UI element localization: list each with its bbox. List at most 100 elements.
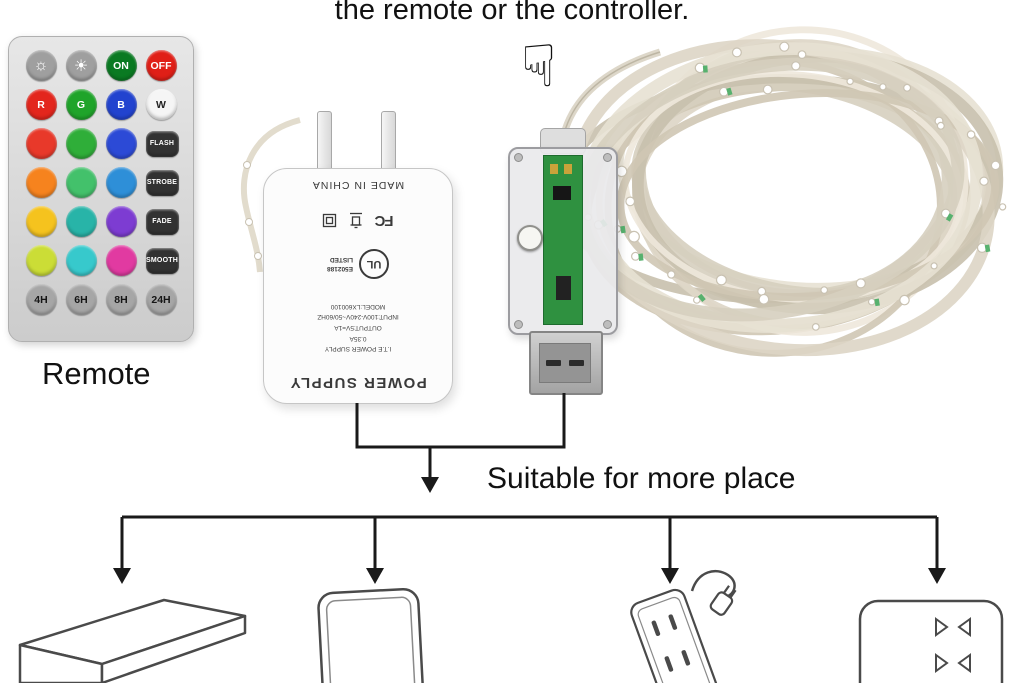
adapter-smallprint-line: MODEL:LX600100	[330, 302, 386, 310]
middle-caption: Suitable for more place	[487, 462, 796, 495]
led-dot	[254, 252, 262, 260]
fcc-mark-icon: FC	[375, 211, 394, 229]
led-green-mark	[984, 244, 991, 253]
led-bead	[979, 176, 989, 186]
led-bead	[797, 50, 807, 59]
red-button: R	[25, 89, 57, 120]
led-green-mark	[620, 225, 626, 234]
plug-prong-left	[317, 111, 332, 173]
led-bead	[630, 251, 640, 261]
color-button	[105, 128, 137, 159]
usb-controller	[508, 147, 618, 335]
color-button	[65, 245, 97, 276]
screw	[514, 153, 523, 162]
top-caption: the remote or the controller.	[334, 0, 690, 26]
smooth-button: SMOOTH	[145, 247, 179, 274]
usb-plug-face	[539, 343, 591, 383]
led-bead	[930, 262, 938, 270]
power-bank-icon	[12, 593, 252, 683]
color-button	[105, 206, 137, 237]
led-bead	[811, 323, 820, 331]
adapter-printing: POWER SUPPLY I.T.E POWER SUPPLY 0.35A OUTP…	[274, 177, 442, 395]
coil-wire-loop	[616, 89, 1000, 301]
led-bead	[762, 84, 773, 95]
led-bead	[879, 83, 887, 91]
flash-button: FLASH	[145, 130, 179, 157]
plug-prong-right	[381, 111, 396, 173]
usb-contact-slot	[569, 360, 584, 366]
remote-label: Remote	[42, 356, 151, 391]
hanging-wire	[240, 117, 301, 273]
green-button: G	[65, 89, 97, 120]
led-green-mark	[726, 87, 733, 96]
led-green-mark	[638, 253, 644, 261]
screw	[603, 320, 612, 329]
color-button	[65, 128, 97, 159]
ul-listed-text: LISTED	[329, 256, 354, 264]
led-bead	[936, 121, 945, 130]
led-bead	[867, 297, 876, 306]
led-dot	[243, 161, 251, 169]
led-bead	[855, 278, 866, 289]
led-bead	[628, 230, 640, 243]
led-green-mark	[874, 298, 880, 307]
adapter-smallprint-line: OUTPUT:5V=1A	[334, 323, 382, 331]
led-bead	[667, 270, 676, 279]
usb-plug	[529, 331, 603, 395]
adapter-smallprint-line: 0.35A	[349, 334, 367, 342]
pcb-pad	[550, 164, 558, 174]
led-bead	[899, 294, 910, 306]
strobe-button: STROBE	[145, 169, 179, 196]
white-button: W	[145, 89, 177, 120]
color-button	[25, 167, 57, 198]
made-in-text: MADE IN CHINA	[311, 179, 405, 192]
led-bead	[779, 41, 790, 52]
wall-socket-icon	[848, 595, 1013, 683]
brightness-up-button: ☀	[65, 50, 97, 81]
ul-code: E502188 LISTED	[327, 255, 353, 273]
led-green-mark	[702, 65, 708, 73]
adapter-smallprint-line: INPUT:100V-240V~50/60HZ	[317, 313, 399, 321]
fade-button: FADE	[145, 208, 179, 235]
color-button	[105, 167, 137, 198]
color-button	[65, 206, 97, 237]
timer-6h-button: 6H	[65, 284, 97, 315]
led-bead	[692, 296, 701, 304]
led-bead	[625, 196, 636, 207]
phone-icon	[303, 585, 438, 683]
double-insulation-icon	[323, 213, 337, 227]
timer-24h-button: 24H	[145, 284, 177, 315]
screw	[514, 320, 523, 329]
color-button	[105, 245, 137, 276]
ul-mark-row: UL E502188 LISTED	[327, 249, 390, 280]
off-button: OFF	[145, 50, 177, 81]
adapter-title: POWER SUPPLY	[289, 374, 427, 391]
led-bead	[715, 274, 727, 286]
pointing-hand-icon: ☟	[521, 34, 557, 99]
controller-pcb	[543, 155, 583, 325]
adapter-smallprint: I.T.E POWER SUPPLY 0.35A OUTPUT:5V=1A INPUT…	[317, 300, 398, 354]
led-bead	[998, 203, 1007, 211]
led-bead	[940, 208, 951, 219]
certification-row: FC	[323, 212, 394, 229]
led-bead	[791, 61, 801, 71]
led-bead	[990, 160, 1001, 171]
on-button: ON	[105, 50, 137, 81]
led-bead	[846, 77, 854, 86]
led-green-mark	[945, 213, 954, 222]
led-bead	[903, 83, 912, 92]
pcb-ic	[556, 276, 571, 300]
led-bead	[758, 293, 770, 305]
color-button	[25, 245, 57, 276]
timer-8h-button: 8H	[105, 284, 137, 315]
weee-bin-icon	[350, 212, 363, 228]
led-green-mark	[697, 293, 706, 302]
color-button	[25, 206, 57, 237]
color-button	[65, 167, 97, 198]
adapter-smallprint-line: I.T.E POWER SUPPLY	[324, 345, 392, 353]
usb-contact-slot	[546, 360, 561, 366]
